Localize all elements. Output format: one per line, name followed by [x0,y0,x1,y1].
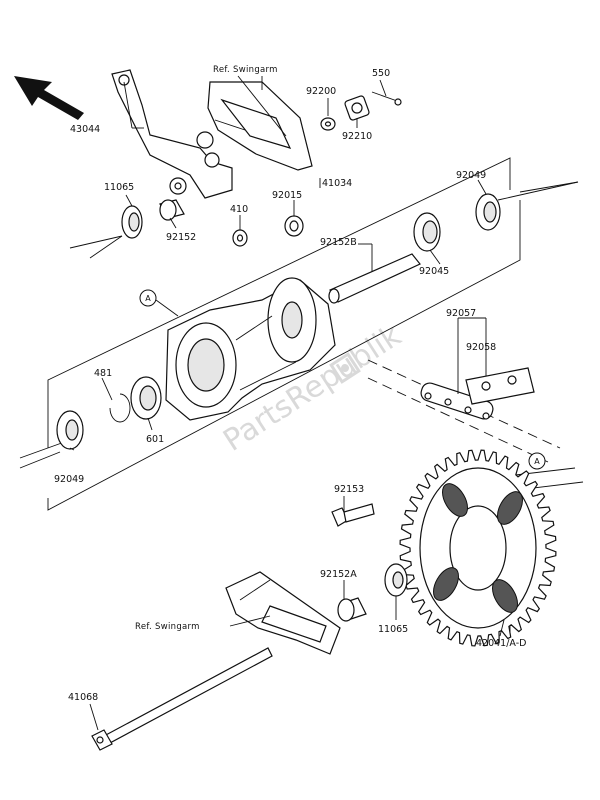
chain-link-92057-part [420,382,494,420]
nut-92210-part [344,95,370,121]
label-410: 410 [230,204,248,215]
label-92210: 92210 [342,131,372,142]
label-ref-swingarm-bottom: Ref. Swingarm [135,622,200,632]
label-550: 550 [372,68,390,79]
label-92152A: 92152A [320,569,357,580]
hub-assembly-frame [19,157,579,511]
seal-92049-bottom-part [56,410,84,450]
label-92015: 92015 [272,190,302,201]
collar-92152-part [159,199,185,221]
label-92200: 92200 [306,86,336,97]
marker-a-left-label: A [145,294,151,303]
leader-lines [69,76,505,731]
label-41034: 41034 [322,178,352,189]
seal-11065-top-part [121,205,143,239]
label-42041: 42041/A-D [476,638,526,649]
label-ref-swingarm-top: Ref. Swingarm [213,65,278,75]
axle-41068-part [91,647,273,751]
washer-410-part [232,229,248,247]
chain-joint-92058-part [465,367,535,405]
label-43044: 43044 [70,124,100,135]
brake-pedal-part [111,69,233,199]
swingarm-bottom-part [225,571,341,655]
label-92153: 92153 [334,484,364,495]
swingarm-top-part [207,75,313,171]
marker-a-right-label: A [534,457,540,466]
label-92045: 92045 [419,266,449,277]
seal-92049-top-part [475,193,501,231]
label-601: 601 [146,434,164,445]
label-92058: 92058 [466,342,496,353]
front-direction-arrow-icon [14,76,84,120]
label-92049-bottom: 92049 [54,474,84,485]
bolt-92153-part [331,503,375,527]
label-41068: 41068 [68,692,98,703]
circlip-481-part [109,393,131,423]
spacer-92152B-part [328,253,421,304]
label-11065-top: 11065 [104,182,134,193]
label-92057: 92057 [446,308,476,319]
bearing-601-part [130,376,162,420]
sprocket-42041-part [399,449,557,647]
washer-92200-part [320,117,336,131]
parts-republik-logo-icon [329,352,361,384]
collar-92152A-part [337,597,367,622]
marker-a-left: A [139,289,179,317]
label-92152B: 92152B [320,237,357,248]
marker-a-right: A [528,452,546,470]
collar-92015-part [284,215,304,237]
cotter-pin-550-part [371,91,402,106]
bearing-92045-part [413,212,441,252]
seal-11065-bottom-part [384,563,408,597]
label-11065-bottom: 11065 [378,624,408,635]
label-92152: 92152 [166,232,196,243]
label-92049-top: 92049 [456,170,486,181]
part-labels: Ref. Swingarm 92200 550 92210 43044 1106… [54,65,526,703]
wheel-hub-41034-part [165,277,336,421]
label-481: 481 [94,368,112,379]
